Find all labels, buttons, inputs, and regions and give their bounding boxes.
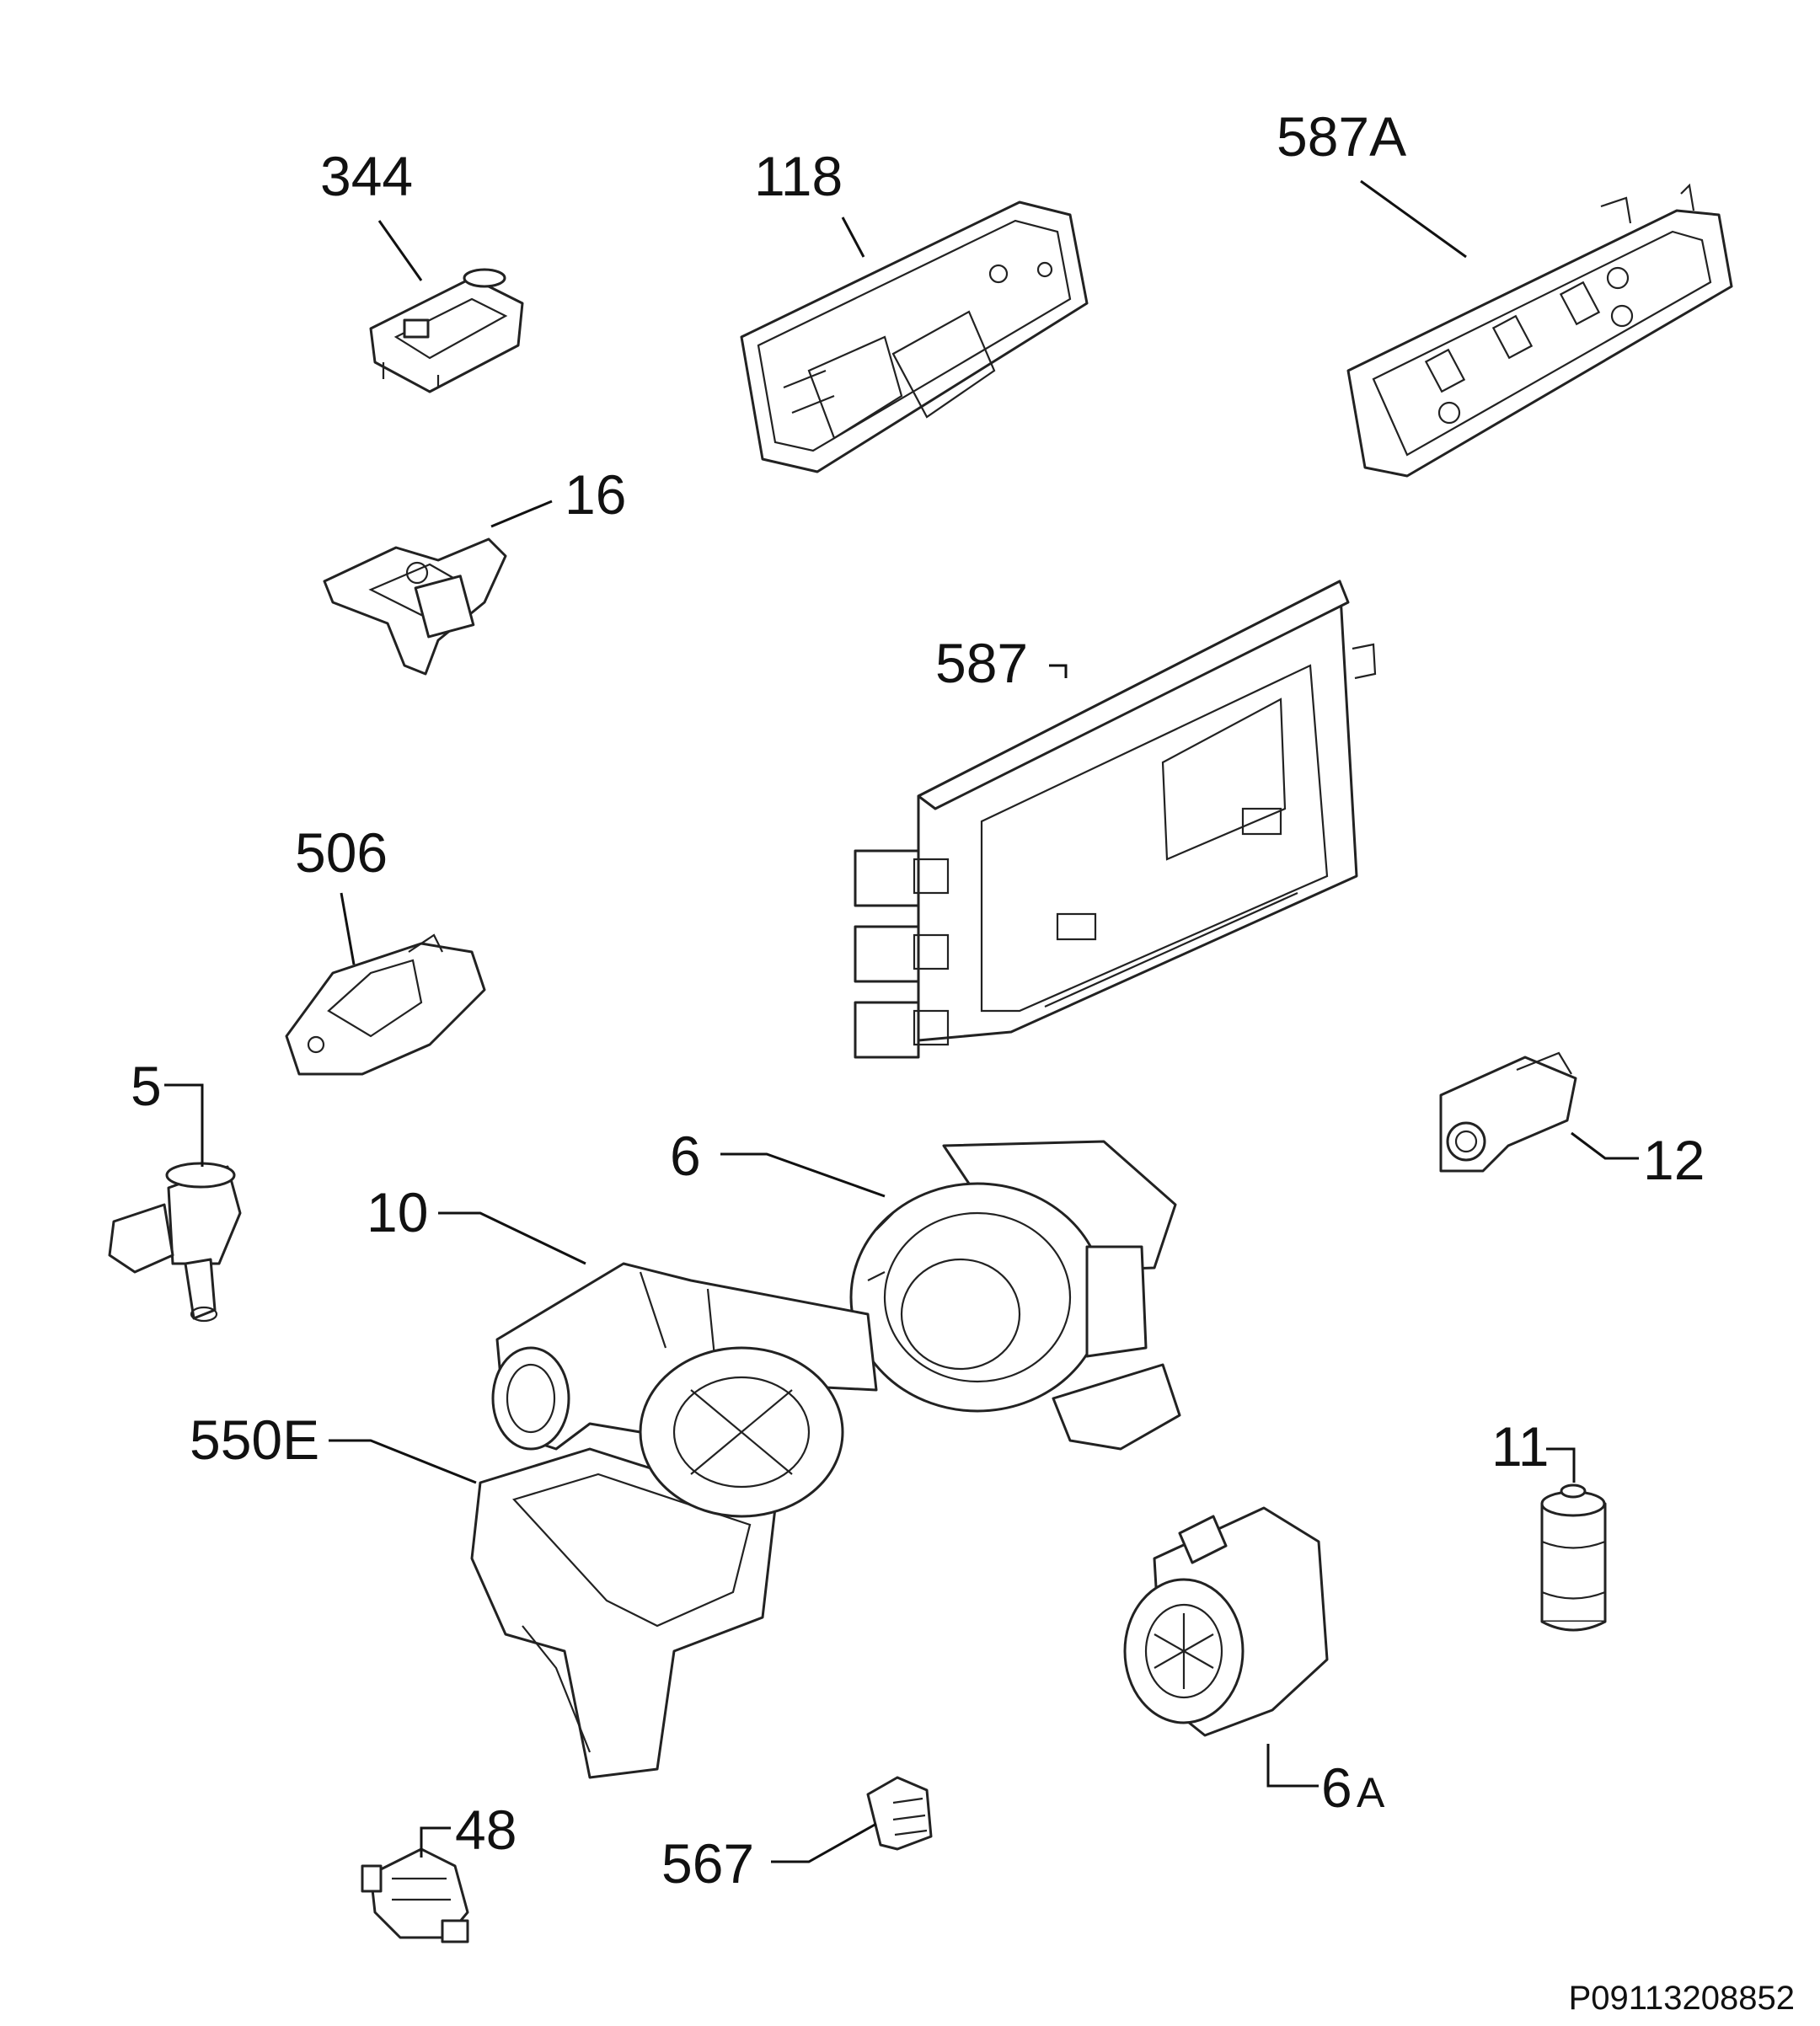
leader-48 xyxy=(420,1826,451,1858)
part-587-main-module[interactable] xyxy=(854,580,1377,1059)
leader-567 xyxy=(771,1822,877,1863)
leader-6a xyxy=(1266,1744,1319,1788)
part-506[interactable] xyxy=(285,933,486,1076)
part-11-capacitor[interactable] xyxy=(1540,1483,1607,1632)
leader-550e xyxy=(329,1439,477,1484)
label-48: 48 xyxy=(455,1799,517,1861)
label-550e: 550E xyxy=(190,1409,319,1471)
part-587a-board[interactable] xyxy=(1346,183,1733,478)
label-506: 506 xyxy=(295,821,388,884)
part-12-sensor[interactable] xyxy=(1439,1051,1577,1173)
part-10-hose[interactable] xyxy=(491,1262,878,1451)
leader-10 xyxy=(438,1211,586,1265)
label-16: 16 xyxy=(565,463,626,526)
label-587a: 587A xyxy=(1277,105,1406,168)
part-6a-drain-pump[interactable] xyxy=(1123,1506,1329,1737)
part-344-switch[interactable] xyxy=(369,268,524,393)
part-48-switch[interactable] xyxy=(361,1847,469,1943)
leader-118 xyxy=(841,216,865,258)
leader-12 xyxy=(1571,1131,1639,1160)
label-6a-suffix: A xyxy=(1357,1769,1385,1816)
leader-11 xyxy=(1546,1447,1576,1483)
label-11: 11 xyxy=(1491,1415,1550,1478)
part-6-circulation-pump[interactable] xyxy=(849,1140,1181,1451)
label-567: 567 xyxy=(661,1832,754,1895)
label-10: 10 xyxy=(367,1181,428,1243)
part-567-clip[interactable] xyxy=(866,1776,933,1851)
label-12: 12 xyxy=(1643,1129,1705,1191)
leader-5 xyxy=(164,1083,204,1167)
label-344: 344 xyxy=(320,145,413,207)
label-587: 587 xyxy=(935,632,1028,694)
label-118: 118 xyxy=(754,145,843,207)
part-550e-duct[interactable] xyxy=(470,1346,844,1779)
label-6: 6 xyxy=(670,1125,701,1187)
leader-344 xyxy=(377,220,423,281)
leader-587 xyxy=(1049,664,1068,678)
label-6a-number: 6 xyxy=(1321,1756,1352,1819)
reference-code: P09113208852 xyxy=(1569,1980,1795,2017)
part-118-control-panel[interactable] xyxy=(740,200,1089,473)
part-16-door-lock[interactable] xyxy=(323,537,507,676)
leader-6 xyxy=(720,1152,886,1198)
leader-16 xyxy=(490,500,553,528)
leader-587a xyxy=(1360,179,1467,259)
leader-506 xyxy=(340,892,356,965)
part-5-inlet-valve[interactable] xyxy=(108,1162,242,1323)
label-5: 5 xyxy=(131,1055,162,1117)
